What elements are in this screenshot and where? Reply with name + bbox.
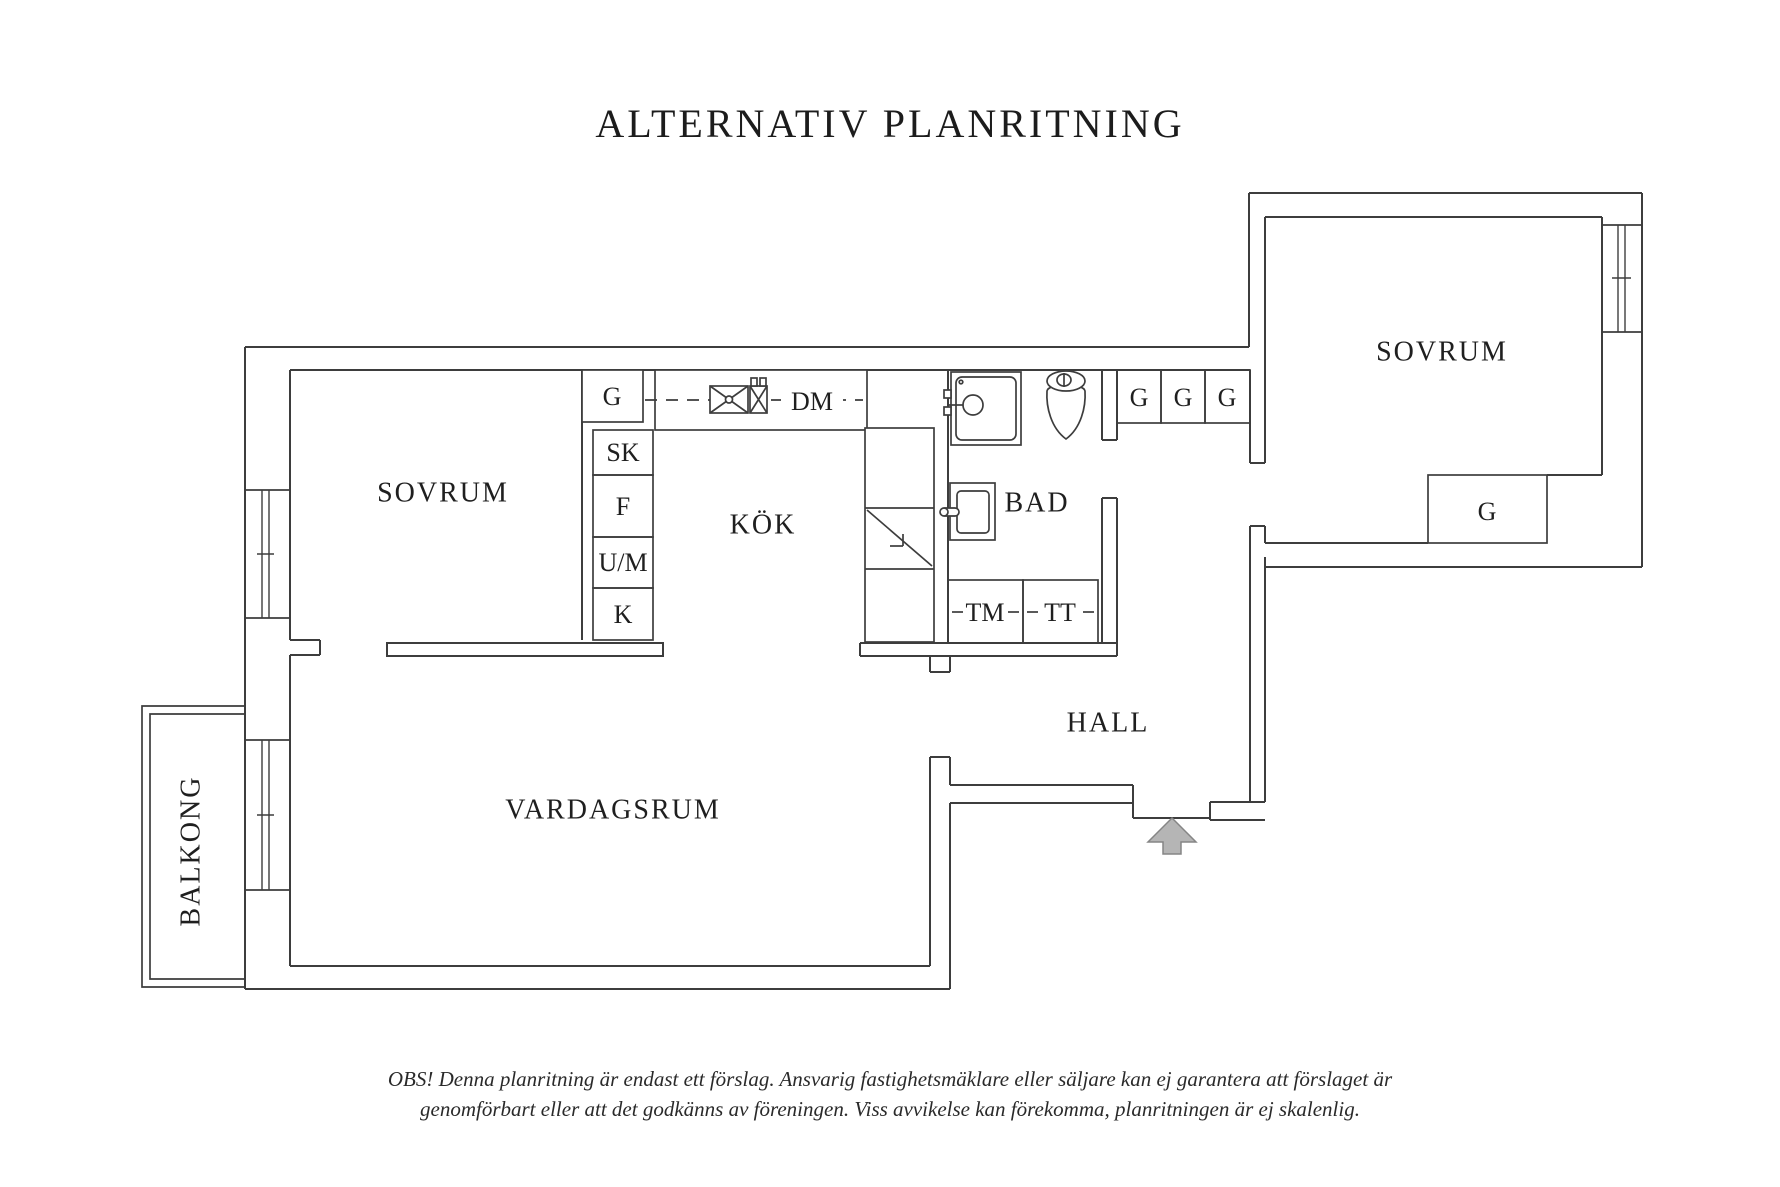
label-closet-k: K: [614, 600, 633, 629]
label-closet-sk: SK: [606, 438, 639, 467]
label-closet-f: F: [616, 492, 630, 521]
room-label-kitchen: KÖK: [730, 510, 797, 541]
walls: [244, 192, 1643, 990]
window-balcony-door: [245, 739, 290, 891]
label-bedroom1-wardrobe: G: [603, 382, 622, 411]
closet-boxes: [581, 369, 1548, 644]
kitchen-sink-icon: [709, 385, 749, 414]
label-hall-wardrobe-1: G: [1130, 383, 1149, 412]
faucet-icon: [749, 377, 768, 414]
room-label-balcony: BALKONG: [176, 776, 207, 927]
room-label-bedroom1: SOVRUM: [377, 478, 509, 509]
page-title: ALTERNATIV PLANRITNING: [595, 101, 1185, 146]
label-hall-wardrobe-2: G: [1174, 383, 1193, 412]
ventilation-shaft: [864, 427, 935, 643]
toilet-icon: [1046, 370, 1086, 441]
room-label-living-room: VARDAGSRUM: [505, 795, 721, 826]
kitchen-counter: [645, 369, 868, 431]
room-label-bathroom: BAD: [1004, 488, 1069, 519]
label-dishwasher: DM: [791, 387, 833, 416]
disclaimer-line-1: OBS! Denna planritning är endast ett för…: [387, 1067, 1393, 1091]
window-bedroom1: [245, 489, 290, 619]
shower-icon: [943, 371, 1022, 446]
entrance-arrow-icon: [1146, 816, 1198, 855]
label-hall-wardrobe-3: G: [1218, 383, 1237, 412]
window-bedroom2: [1602, 224, 1642, 333]
label-closet-um: U/M: [598, 548, 647, 577]
label-washing-machine: TM: [966, 598, 1005, 627]
room-label-hall: HALL: [1067, 708, 1150, 739]
disclaimer: OBS! Denna planritning är endast ett för…: [0, 1064, 1780, 1124]
label-tumble-dryer: TT: [1044, 598, 1076, 627]
washbasin-icon: [939, 482, 996, 541]
label-bedroom2-wardrobe: G: [1478, 497, 1497, 526]
balcony-outline: [141, 705, 245, 988]
room-label-bedroom2: SOVRUM: [1376, 337, 1508, 368]
disclaimer-line-2: genomförbart eller att det godkänns av f…: [420, 1097, 1360, 1121]
